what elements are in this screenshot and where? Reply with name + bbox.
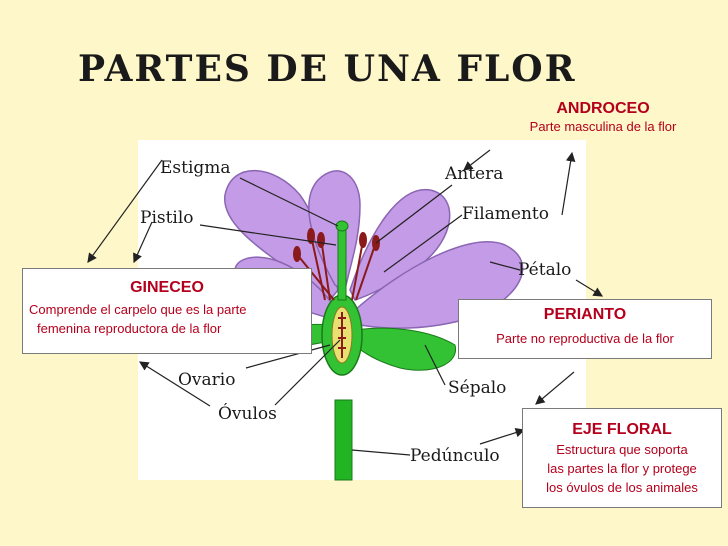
label-antera: Antera [445,164,504,184]
eje-line1: Estructura que soporta [556,442,688,457]
androceo-box: ANDROCEO Parte masculina de la flor [490,100,716,150]
gineceo-line2: femenina reproductora de la flor [37,320,222,336]
style [337,229,347,301]
eje-line2: las partes la flor y protege [547,460,697,476]
stamens [293,228,380,301]
sepal-right [354,327,456,371]
label-petalo: Pétalo [518,260,572,280]
eje-line3: los óvulos de los animales [546,479,698,495]
eje-heading: EJE FLORAL [572,421,672,438]
label-sepalo: Sépalo [448,378,507,398]
perianto-text: Parte no reproductiva de la flor [496,331,674,346]
page-title: PARTES DE UNA FLOR [78,48,577,90]
perianto-heading: PERIANTO [543,306,627,323]
label-estigma: Estigma [160,158,231,178]
androceo-text: Parte masculina de la flor [529,119,677,134]
arrows [87,149,604,445]
petal-left-top [308,170,361,292]
stigma [335,220,349,232]
label-pedunculo: Pedúnculo [410,446,500,466]
gineceo-box: GINECEO Comprende el carpelo que es la p… [22,268,312,354]
label-ovulos: Óvulos [218,404,277,424]
label-filamento: Filamento [462,204,550,224]
eje-floral-box: EJE FLORAL Estructura que soporta las pa… [522,408,722,508]
gineceo-line1: Comprende el carpelo que es la parte [29,302,247,317]
gineceo-heading: GINECEO [130,279,204,296]
androceo-heading: ANDROCEO [556,100,650,117]
ovules [338,312,346,358]
label-ovario: Ovario [178,370,236,390]
leader-lines [199,177,521,456]
label-pistilo: Pistilo [140,208,194,228]
perianto-box: PERIANTO Parte no reproductiva de la flo… [458,299,712,359]
peduncle [334,399,353,481]
